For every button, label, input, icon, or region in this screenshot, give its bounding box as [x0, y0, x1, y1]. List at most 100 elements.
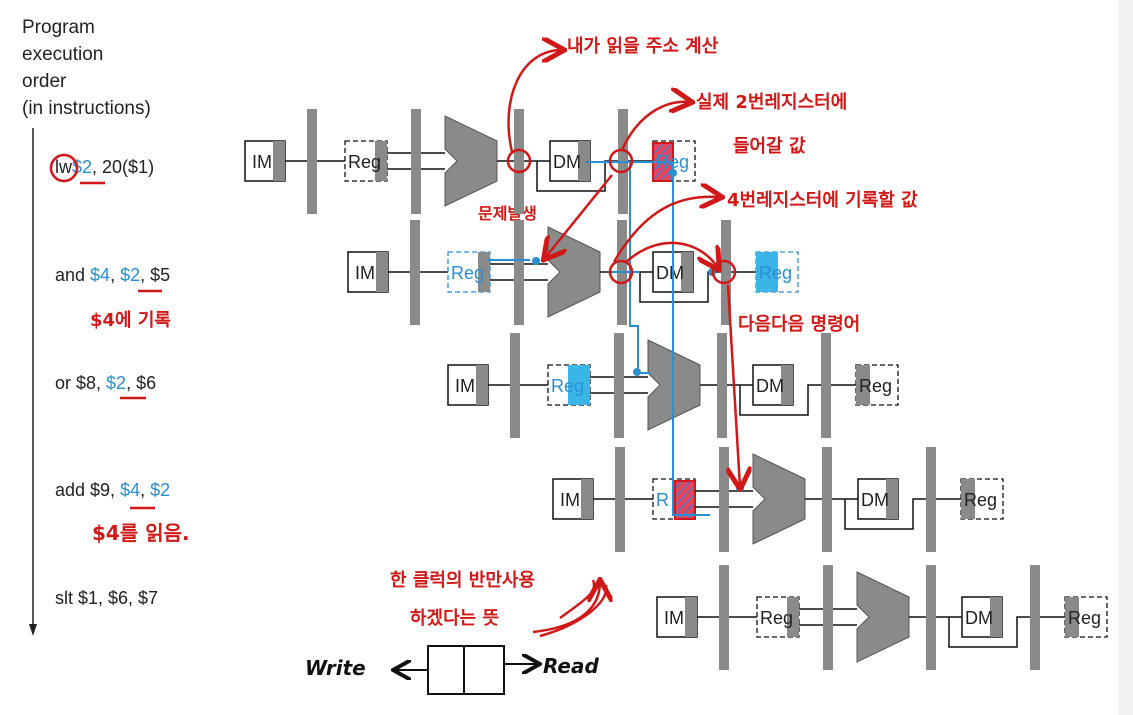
pipeline-row-2-dm-label: DM — [656, 263, 684, 283]
instr-part: $2 — [150, 480, 171, 500]
pipeline-row-4-dm-shade — [886, 479, 898, 519]
annotation-reg2-value-2: 들어갈 값 — [733, 136, 806, 157]
pipeline-row-3-id-reg-highlight — [568, 365, 590, 405]
instr-part: and — [55, 265, 91, 285]
pipeline-row-5-dm-label: DM — [965, 608, 993, 628]
instruction-lw: lw$2, 20($1) — [55, 157, 154, 178]
instr-part: $4 — [120, 480, 141, 500]
red-circle-and-mem — [608, 259, 634, 285]
pipeline-row-1-dm-shade — [578, 141, 590, 181]
instr-part: , — [140, 480, 151, 500]
pipeline-row-4-pipeline-register-2 — [719, 447, 729, 552]
axis-title-line-2: execution — [22, 44, 104, 65]
pipeline-row-1-id-reg-label: Reg — [348, 152, 381, 172]
annotation-read-reg4: $4를 읽음. — [92, 521, 190, 545]
pipeline-row-1-pipeline-register-1 — [307, 109, 317, 214]
annotation-reg2-value: 실제 2번레지스터에 — [696, 92, 848, 113]
pipeline-row-1-im-label: IM — [252, 152, 272, 172]
register-sketch-box — [427, 645, 505, 695]
instruction-add: add $9, $4, $2 — [55, 480, 170, 501]
pipeline-row-1-im-shade — [273, 141, 285, 181]
annotation-half-clock-2: 하겠다는 뜻 — [410, 608, 500, 629]
pipeline-row-5-pipeline-register-3 — [926, 565, 936, 670]
pipeline-row-1-pipeline-register-2 — [411, 109, 421, 214]
pipeline-row-3-dm-shade — [781, 365, 793, 405]
pipeline-row-2-pipeline-register-1 — [410, 220, 420, 325]
arrow-reg4-value — [612, 197, 720, 263]
annotation-addr-calc: 내가 읽을 주소 계산 — [567, 36, 719, 57]
annotation-half-clock: 한 클럭의 반만사용 — [390, 570, 536, 591]
instruction-and: and $4, $2, $5 — [55, 265, 170, 286]
pipeline-row-3-dm-bypass — [739, 384, 821, 416]
instruction-slt: slt $1, $6, $7 — [55, 588, 158, 609]
pipeline-row-4-alu — [752, 453, 806, 545]
pipeline-row-3-wb-reg-label: Reg — [859, 376, 892, 396]
pipeline-row-4-dm-label: DM — [861, 490, 889, 510]
arrow-next-next — [728, 284, 740, 487]
instr-part: lw — [55, 157, 72, 177]
pipeline-row-5-wb-reg-label: Reg — [1068, 608, 1101, 628]
axis-title: Program execution order (in instructions… — [22, 14, 151, 122]
pipeline-row-4-id-reg-hatch — [674, 480, 696, 520]
pipeline-row-1-id-reg-shade — [375, 141, 387, 181]
annotation-write: Write — [305, 656, 366, 680]
red-circle-ex — [506, 148, 532, 174]
forward-line-long — [586, 161, 710, 516]
pipeline-row-2-im-label: IM — [355, 263, 375, 283]
pipeline-row-3-id-reg-label: Reg — [551, 376, 584, 396]
pipeline-row-4-pipeline-register-4 — [926, 447, 936, 552]
lw-circle-mark — [49, 153, 79, 183]
annotation-write-reg4: $4에 기록 — [90, 310, 171, 331]
pipeline-row-3-pipeline-register-4 — [821, 333, 831, 438]
forward-dot — [532, 257, 540, 265]
pipeline-row-2-id-reg-shade — [478, 252, 490, 292]
pipeline-row-1-pipeline-register-3 — [514, 109, 524, 214]
pipeline-row-4-wb-reg-label: Reg — [964, 490, 997, 510]
pipeline-row-4-pipeline-register-1 — [615, 447, 625, 552]
pipeline-row-1-alu — [444, 115, 498, 207]
pipeline-row-3-dm-label: DM — [756, 376, 784, 396]
annotation-next-next: 다음다음 명령어 — [738, 314, 861, 335]
pipeline-row-5-wb-reg-shade — [1065, 597, 1079, 637]
pipeline-row-5-im-shade — [685, 597, 697, 637]
instr-part: , $6 — [126, 373, 157, 393]
instr-part: , — [110, 265, 121, 285]
arrow-reg2-value — [620, 102, 690, 151]
pipeline-row-3-im-shade — [476, 365, 488, 405]
pipeline-row-1-dm-label: DM — [553, 152, 581, 172]
pipeline-row-4-pipeline-register-3 — [822, 447, 832, 552]
pipeline-row-5-pipeline-register-2 — [823, 565, 833, 670]
pipeline-row-5-id-reg-shade — [787, 597, 799, 637]
time-axis-arrowhead — [29, 624, 37, 636]
pipeline-row-5-dm-bypass — [948, 616, 1030, 648]
arrow-forward-and — [625, 241, 718, 268]
forward-line-or — [629, 162, 650, 374]
annotation-reg4-value: 4번레지스터에 기록할 값 — [727, 190, 918, 211]
pipeline-row-5-alu — [856, 571, 910, 663]
pipeline-row-3-wb-reg-shade — [856, 365, 870, 405]
pipeline-row-3-pipeline-register-3 — [717, 333, 727, 438]
instruction-or: or $8, $2, $6 — [55, 373, 156, 394]
pipeline-row-3-im-label: IM — [455, 376, 475, 396]
instr-part: , $5 — [140, 265, 171, 285]
pipeline-row-2-wb-reg-highlight — [756, 252, 778, 292]
axis-title-line-3: order — [22, 71, 67, 92]
pipeline-row-2-dm-shade — [681, 252, 693, 292]
instr-part: add $9, — [55, 480, 121, 500]
instr-part: $2 — [106, 373, 127, 393]
pipeline-row-2-im-shade — [376, 252, 388, 292]
pipeline-row-5-pipeline-register-4 — [1030, 565, 1040, 670]
axis-title-line-1: Program — [22, 17, 95, 38]
register-sketch — [395, 645, 538, 695]
pipeline-row-3-pipeline-register-1 — [510, 333, 520, 438]
pipeline-row-4-wb-reg-shade — [961, 479, 975, 519]
annotation-read: Read — [543, 654, 599, 678]
arrow-half-clock — [532, 582, 600, 634]
instr-part: or $8, — [55, 373, 107, 393]
pipeline-row-3-pipeline-register-2 — [614, 333, 624, 438]
pipeline-row-2-id-reg-label: Reg — [451, 263, 484, 283]
axis-title-line-4: (in instructions) — [22, 98, 151, 119]
pipeline-row-5-pipeline-register-1 — [719, 565, 729, 670]
pipeline-row-2-pipeline-register-4 — [721, 220, 731, 325]
